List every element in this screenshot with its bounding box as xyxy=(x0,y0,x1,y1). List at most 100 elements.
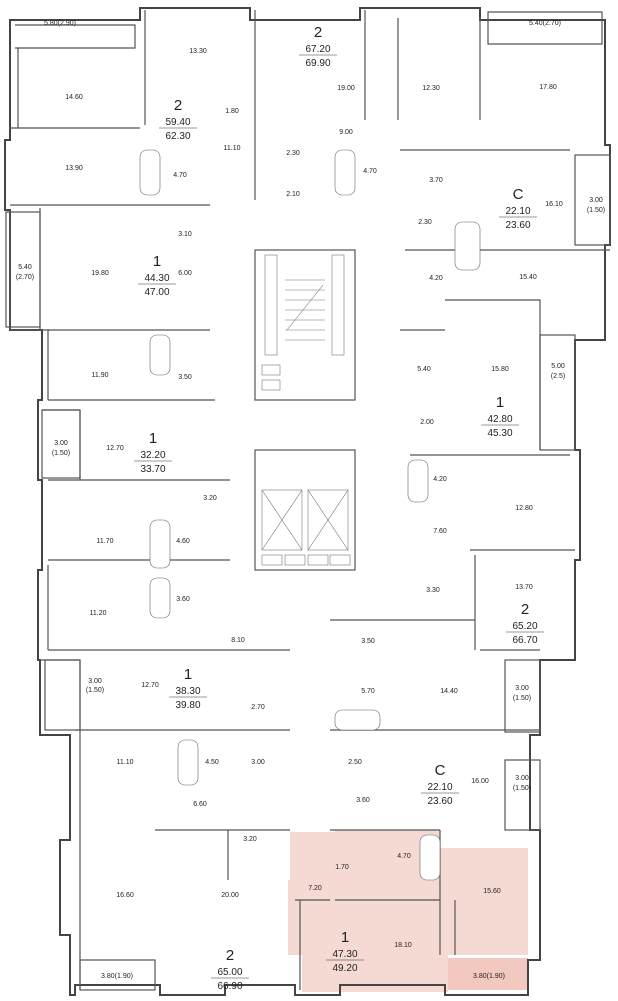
room-area-label: (1.50) xyxy=(86,687,104,694)
svg-text:1: 1 xyxy=(184,666,192,683)
room-area-label: 19.00 xyxy=(337,85,355,92)
room-area-label: 3.50 xyxy=(361,638,375,645)
svg-text:69.90: 69.90 xyxy=(305,58,330,69)
room-area-label: 3.00 xyxy=(88,678,102,685)
svg-text:2: 2 xyxy=(521,601,529,618)
svg-text:66.90: 66.90 xyxy=(217,981,242,992)
svg-text:59.40: 59.40 xyxy=(165,117,190,128)
room-area-label: 3.60 xyxy=(356,797,370,804)
svg-text:23.60: 23.60 xyxy=(427,796,452,807)
room-area-label: (2.5) xyxy=(551,373,565,380)
room-area-label: (1.50) xyxy=(513,785,531,792)
svg-text:1: 1 xyxy=(149,430,157,447)
room-labels: 5.80(2.90) 13.30 14.60 1.80 11.10 13.90 … xyxy=(16,20,605,980)
room-area-label: 2.30 xyxy=(418,219,432,226)
room-area-label: 4.70 xyxy=(397,853,411,860)
room-area-label: 9.00 xyxy=(339,129,353,136)
apartment-label: C 22.10 23.60 xyxy=(421,762,459,807)
room-area-label: 4.20 xyxy=(433,476,447,483)
svg-text:44.30: 44.30 xyxy=(144,273,169,284)
room-area-label: 5.40(2.70) xyxy=(529,20,561,27)
room-area-label: 14.60 xyxy=(65,94,83,101)
room-area-label: (1.50) xyxy=(587,207,605,214)
room-area-label: 5.40 xyxy=(417,366,431,373)
svg-text:65.20: 65.20 xyxy=(512,621,537,632)
room-area-label: 3.70 xyxy=(429,177,443,184)
room-area-label: 4.70 xyxy=(363,168,377,175)
svg-text:62.30: 62.30 xyxy=(165,131,190,142)
room-area-label: 7.20 xyxy=(308,885,322,892)
svg-text:1: 1 xyxy=(496,394,504,411)
room-area-label: 11.10 xyxy=(117,759,134,766)
svg-text:47.30: 47.30 xyxy=(332,949,357,960)
room-area-label: 5.00 xyxy=(551,363,565,370)
svg-text:22.10: 22.10 xyxy=(505,206,530,217)
apartment-labels: 2 59.40 62.30 2 67.20 69.90 C 22.10 23.6… xyxy=(134,24,544,992)
room-area-label: 4.60 xyxy=(176,538,190,545)
svg-text:33.70: 33.70 xyxy=(140,464,165,475)
room-area-label: 12.70 xyxy=(141,682,159,689)
room-area-label: 1.70 xyxy=(335,864,349,871)
room-area-label: 5.80(2.90) xyxy=(44,20,76,27)
room-area-label: 2.10 xyxy=(286,191,300,198)
svg-text:C: C xyxy=(513,186,524,203)
svg-text:22.10: 22.10 xyxy=(427,782,452,793)
room-area-label: 18.10 xyxy=(394,942,412,949)
room-area-label: 11.70 xyxy=(97,538,114,545)
svg-text:1: 1 xyxy=(153,253,161,270)
room-area-label: 6.00 xyxy=(178,270,192,277)
room-area-label: 5.40 xyxy=(18,264,32,271)
room-area-label: 11.90 xyxy=(92,372,109,379)
room-area-label: 3.20 xyxy=(243,836,257,843)
svg-text:1: 1 xyxy=(341,929,349,946)
room-area-label: 2.30 xyxy=(286,150,300,157)
svg-text:39.80: 39.80 xyxy=(175,700,200,711)
apartment-label: C 22.10 23.60 xyxy=(499,186,537,231)
room-area-label: 3.30 xyxy=(426,587,440,594)
room-area-label: 20.00 xyxy=(221,892,239,899)
room-area-label: 15.60 xyxy=(483,888,501,895)
svg-text:38.30: 38.30 xyxy=(175,686,200,697)
room-area-label: 3.80(1.90) xyxy=(101,973,133,980)
room-area-label: 6.60 xyxy=(193,801,207,808)
room-area-label: 16.10 xyxy=(545,201,563,208)
room-area-label: 3.60 xyxy=(176,596,190,603)
apartment-label: 2 59.40 62.30 xyxy=(159,97,197,142)
room-area-label: 3.00 xyxy=(54,440,68,447)
room-area-label: (1.50) xyxy=(52,450,70,457)
room-area-label: 3.80(1.90) xyxy=(473,973,505,980)
room-area-label: 3.10 xyxy=(178,231,192,238)
apartment-label: 1 44.30 47.00 xyxy=(138,253,176,298)
room-area-label: 3.00 xyxy=(251,759,265,766)
svg-text:42.80: 42.80 xyxy=(487,414,512,425)
svg-text:45.30: 45.30 xyxy=(487,428,512,439)
room-area-label: 3.00 xyxy=(515,775,529,782)
room-area-label: 12.80 xyxy=(515,505,533,512)
room-area-label: 16.60 xyxy=(116,892,134,899)
highlighted-apartment[interactable] xyxy=(288,830,528,992)
room-area-label: 4.70 xyxy=(173,172,187,179)
svg-text:32.20: 32.20 xyxy=(140,450,165,461)
stair-core xyxy=(254,249,356,571)
apartment-label: 1 38.30 39.80 xyxy=(169,666,207,711)
room-area-label: 8.10 xyxy=(231,637,245,644)
svg-text:47.00: 47.00 xyxy=(144,287,169,298)
room-area-label: 16.00 xyxy=(471,778,489,785)
svg-text:65.00: 65.00 xyxy=(217,967,242,978)
room-area-label: 12.30 xyxy=(422,85,440,92)
apartment-label: 1 32.20 33.70 xyxy=(134,430,172,475)
room-area-label: 13.90 xyxy=(65,165,83,172)
svg-text:66.70: 66.70 xyxy=(512,635,537,646)
room-area-label: 13.70 xyxy=(515,584,533,591)
room-area-label: 5.70 xyxy=(361,688,375,695)
room-area-label: 13.30 xyxy=(189,48,207,55)
room-area-label: 7.60 xyxy=(433,528,447,535)
room-area-label: 3.00 xyxy=(589,197,603,204)
svg-text:49.20: 49.20 xyxy=(332,963,357,974)
apartment-label: 2 65.20 66.70 xyxy=(506,601,544,646)
apartment-label: 1 42.80 45.30 xyxy=(481,394,519,439)
room-area-label: 11.10 xyxy=(224,145,241,152)
room-area-label: 4.50 xyxy=(205,759,219,766)
room-area-label: (1.50) xyxy=(513,695,531,702)
